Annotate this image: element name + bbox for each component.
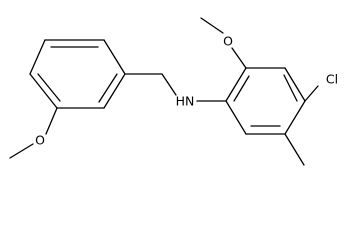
left-ring (29, 39, 126, 109)
bond (284, 133, 305, 166)
bond (231, 47, 247, 69)
bond (45, 107, 58, 135)
bond (225, 100, 247, 135)
bond (304, 85, 319, 102)
bond (103, 73, 126, 109)
bond (103, 39, 126, 75)
bond (284, 67, 306, 102)
bond (284, 100, 306, 135)
bond (29, 39, 46, 75)
bond (200, 17, 224, 34)
right-methoxy (200, 17, 247, 69)
bond (225, 67, 247, 102)
double-bond-inner (283, 74, 298, 102)
left-methoxy (9, 107, 58, 159)
right-ring (225, 67, 306, 135)
amine-nh-label: HN (176, 94, 195, 109)
oxygen-right-label: O (223, 34, 233, 49)
bond (161, 73, 177, 96)
right-substituents (284, 85, 319, 166)
double-bond-inner (37, 73, 61, 102)
double-bond-inner (233, 75, 250, 102)
chlorine-label: Cl (326, 72, 338, 87)
benzyl-linker (124, 73, 227, 102)
oxygen-left-label: O (35, 133, 45, 148)
double-bond-inner (98, 73, 118, 103)
bond (29, 73, 58, 109)
molecule-structure-diagram: O O HN Cl (9, 17, 338, 166)
bond (9, 143, 34, 159)
